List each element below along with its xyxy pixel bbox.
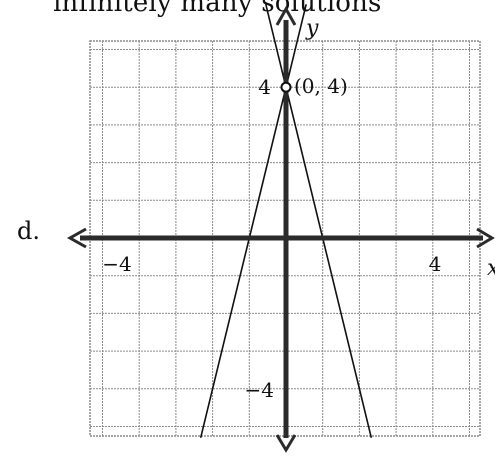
x-axis-left-arrow-icon — [66, 227, 87, 249]
equation-lines — [199, 4, 373, 438]
equation-line — [265, 4, 373, 438]
axes — [66, 5, 495, 453]
x-axis-right-arrow-icon — [476, 227, 495, 249]
x-axis-label: x — [487, 256, 495, 281]
part-label: d. — [17, 217, 40, 245]
tick-label-x-positive: 4 — [429, 252, 442, 276]
y-axis-label: y — [305, 16, 319, 41]
header-text: infinitely many solutions — [53, 0, 382, 18]
tick-label-x-negative: −4 — [102, 252, 131, 276]
intersection-label: (0, 4) — [294, 74, 348, 98]
tick-label-y-positive: 4 — [258, 75, 271, 99]
y-axis-top-arrow-icon — [275, 5, 297, 26]
intersection-point — [280, 81, 292, 93]
axis-labels: x y −4 4 4 −4 — [102, 16, 495, 402]
tick-label-y-negative: −4 — [245, 378, 274, 402]
y-axis-bottom-arrow-icon — [275, 434, 297, 453]
equation-line — [199, 4, 307, 438]
